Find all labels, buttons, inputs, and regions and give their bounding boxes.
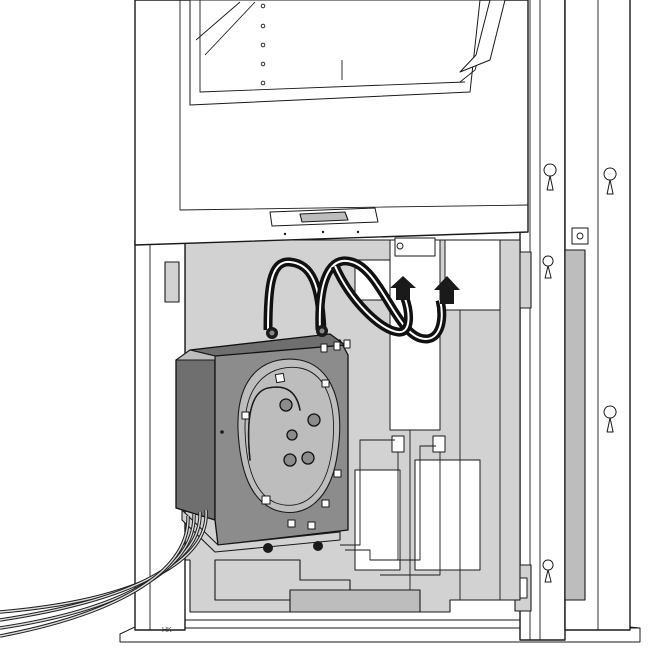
lift-arrows: [390, 276, 460, 304]
cabinet-side-wall: [519, 0, 631, 641]
cabinet-left-wall: [134, 240, 186, 631]
cabinet-top-panel: [134, 0, 529, 246]
wire-runs: [340, 439, 436, 561]
arrow-icon: [434, 276, 460, 304]
chassis-base: [214, 559, 421, 613]
arrow-icon: [390, 276, 416, 300]
panel-handle: [269, 207, 379, 236]
panel-dots: [260, 3, 266, 86]
strap-loops: [263, 256, 447, 344]
keyhole-slots: [542, 163, 617, 583]
fan-disc: [220, 339, 351, 530]
artist-signature: HK: [162, 627, 172, 634]
cable-bundle: [0, 509, 208, 638]
